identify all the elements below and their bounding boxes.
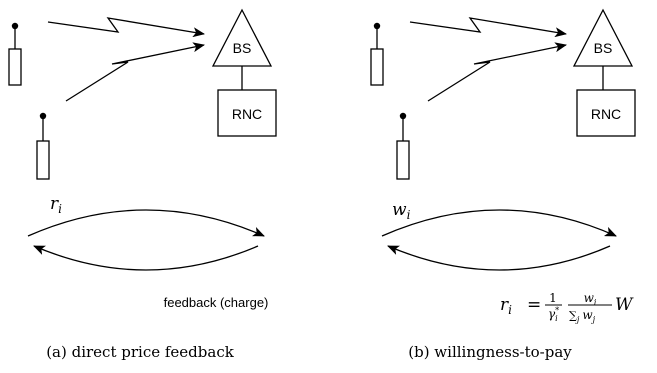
radio-link-arrow	[409, 17, 567, 38]
feedback-arc-back	[33, 245, 259, 271]
radio-link-arrow	[65, 42, 205, 102]
caption-b: (b) willingness-to-pay	[408, 343, 572, 361]
feedback-label: feedback (charge)	[164, 295, 269, 310]
radio-link-arrow	[427, 42, 567, 102]
panel-a: BS RNC ri feedback (charge) (a) direct p…	[8, 8, 277, 361]
base-station-triangle-icon	[572, 8, 634, 90]
price-arc-forward	[27, 209, 265, 237]
svg-text:1: 1	[549, 291, 557, 305]
svg-text:γ*i: γ*i	[548, 306, 559, 323]
rnc-box-icon	[217, 89, 277, 137]
mobile-terminal-icon	[396, 112, 410, 180]
bs-label: BS	[594, 40, 613, 56]
rnc-label: RNC	[591, 106, 621, 122]
svg-text:W: W	[615, 295, 634, 315]
svg-text:=: =	[527, 295, 541, 315]
var-label: ri	[50, 194, 62, 216]
svg-text:∑jwj: ∑jwj	[569, 308, 596, 324]
svg-text:wi: wi	[584, 291, 597, 307]
radio-link-arrow	[47, 17, 205, 38]
bs-label: BS	[233, 40, 252, 56]
rnc-box-icon	[576, 89, 636, 137]
mobile-terminal-icon	[370, 22, 384, 86]
base-station-triangle-icon	[211, 8, 273, 90]
caption-a: (a) direct price feedback	[46, 343, 235, 361]
mobile-terminal-icon	[8, 22, 22, 86]
price-arc-back	[387, 245, 611, 271]
bid-arc-forward	[381, 209, 617, 237]
var-label: wi	[392, 200, 411, 222]
svg-text:ri: ri	[500, 295, 512, 317]
rnc-label: RNC	[232, 106, 262, 122]
mobile-terminal-icon	[36, 112, 50, 180]
